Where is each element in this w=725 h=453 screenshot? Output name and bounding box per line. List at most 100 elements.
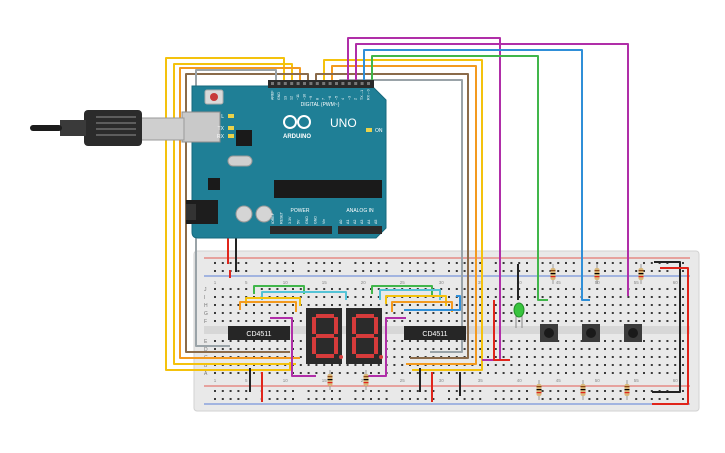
wire-red-btn — [493, 300, 510, 361]
segment — [312, 337, 316, 354]
column-number: 60 — [673, 378, 679, 383]
voltage-regulator — [208, 178, 220, 190]
row-letter: I — [204, 295, 205, 301]
wire-purple-bb-1 — [270, 317, 316, 377]
usb-chip — [236, 130, 252, 146]
column-number: 55 — [634, 378, 640, 383]
wire-purple-top-2 — [355, 43, 629, 296]
wire-orange-bb-1 — [239, 301, 297, 312]
arduino-model: UNO — [330, 116, 357, 130]
segment — [312, 317, 316, 334]
column-number: 25 — [400, 280, 406, 285]
capacitor-1 — [235, 205, 253, 223]
digital-pin-label: AREF — [271, 90, 275, 100]
resistor[interactable] — [638, 264, 644, 284]
segment — [316, 354, 334, 358]
digital-pin-label: 2 — [354, 98, 358, 100]
row-letter: A — [204, 371, 208, 377]
analog-pin-label: A3 — [360, 220, 364, 224]
column-number: 45 — [556, 378, 562, 383]
led-l-label: L — [221, 114, 224, 120]
reset-button-icon[interactable] — [204, 89, 224, 105]
digital-pin-label: ~9 — [309, 96, 313, 100]
arduino-uno-board[interactable]: L TX RX ON ARDUINO UNO DIGITAL (PWM~) PO… — [181, 80, 387, 239]
capacitor-2 — [255, 205, 273, 223]
segment — [356, 314, 374, 318]
resistor[interactable] — [594, 264, 600, 284]
segment — [374, 317, 378, 334]
wire-yellow-outer — [165, 57, 291, 371]
analog-pin-label: A1 — [346, 220, 350, 224]
wire-green-bb-1 — [253, 285, 305, 294]
wire-brown-1 — [185, 73, 309, 353]
chip-label: CD4511 — [246, 331, 271, 338]
wire-orange-right — [331, 65, 477, 365]
green-led[interactable] — [513, 302, 525, 328]
power-pin-label: GND — [314, 216, 318, 224]
wire-blue-top — [363, 49, 590, 301]
segment — [352, 317, 356, 334]
row-letter: J — [204, 287, 207, 293]
digital-pin-label: 13 — [283, 96, 287, 100]
segment — [374, 337, 378, 354]
segment — [352, 337, 356, 354]
led-rx-label: RX — [217, 134, 225, 140]
column-number: 25 — [400, 378, 406, 383]
segment — [356, 354, 374, 358]
digital-pin-label: ~11 — [296, 94, 300, 100]
digital-pin-label: ~3 — [347, 96, 351, 100]
digital-pin-label: TX→1 — [360, 90, 364, 100]
segment — [356, 334, 374, 338]
analog-pin-label: A4 — [367, 220, 371, 224]
power-jack-icon — [186, 200, 218, 224]
usb-port — [181, 111, 221, 143]
column-number: 10 — [283, 378, 289, 383]
digital-pin-label: ~5 — [335, 96, 339, 100]
arduino-brand: ARDUINO — [283, 134, 311, 140]
atmega-chip — [274, 180, 382, 198]
column-number: 30 — [439, 378, 445, 383]
resistor[interactable] — [363, 370, 369, 390]
digital-pin-label: 8 — [315, 98, 319, 100]
digital-header-label: DIGITAL (PWM~) — [301, 102, 340, 108]
push-button-1[interactable] — [540, 324, 558, 342]
digital-pin-label: ~10 — [303, 94, 307, 100]
segment — [316, 314, 334, 318]
wire-yellow-2 — [173, 63, 296, 365]
wire-green-top — [371, 55, 548, 301]
decimal-point — [339, 355, 343, 359]
resistor[interactable] — [327, 370, 333, 390]
wire-yellow-right — [323, 59, 483, 371]
column-number: 60 — [673, 280, 679, 285]
row-letter: H — [204, 303, 208, 309]
chip-cd4511-left[interactable]: CD4511 — [228, 326, 290, 340]
column-number: 35 — [478, 280, 484, 285]
wire-grey-1 — [195, 69, 277, 347]
resistor[interactable] — [580, 380, 586, 400]
column-number: 55 — [634, 280, 640, 285]
power-pin-label: 3.3V — [288, 216, 292, 224]
crystal — [227, 155, 253, 167]
column-number: 35 — [478, 378, 484, 383]
wire-orange-bb-2 — [391, 301, 453, 312]
column-number: 5 — [245, 378, 248, 383]
analog-pin-label: A0 — [339, 220, 343, 224]
digital-pin-label: ~6 — [328, 96, 332, 100]
power-pin-label: Vin — [322, 219, 326, 224]
push-button-2[interactable] — [582, 324, 600, 342]
resistor[interactable] — [536, 380, 542, 400]
push-button-3[interactable] — [624, 324, 642, 342]
wire-cyan-bb-1 — [261, 291, 347, 300]
segment — [316, 334, 334, 338]
resistors — [327, 264, 644, 400]
power-pin-label: RESET — [280, 211, 284, 224]
segment — [334, 317, 338, 334]
digital-pin-label: RX←0 — [367, 89, 371, 100]
resistor[interactable] — [624, 380, 630, 400]
chip-cd4511-right[interactable]: CD4511 — [404, 326, 466, 340]
column-number: 1 — [214, 378, 217, 383]
resistor[interactable] — [550, 264, 556, 284]
power-pin-label: GND — [305, 216, 309, 224]
